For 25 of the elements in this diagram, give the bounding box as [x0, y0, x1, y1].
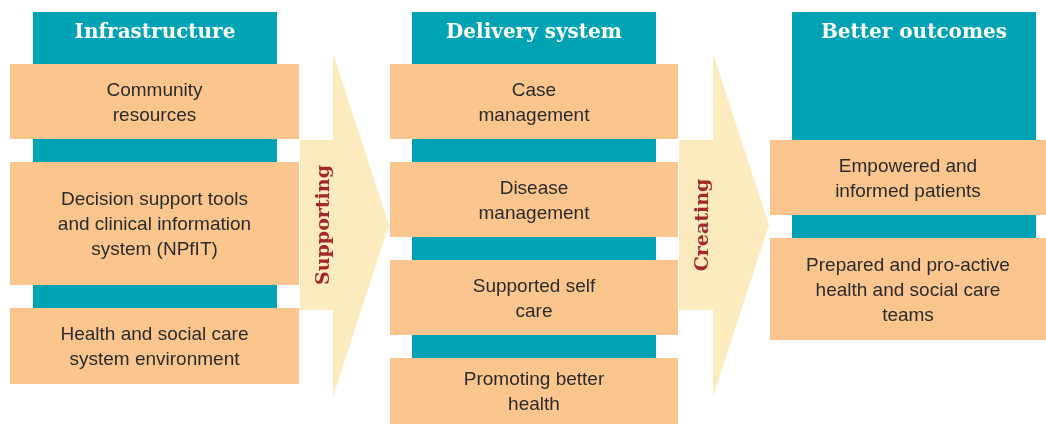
component-box — [390, 358, 678, 424]
box-text: Empowered and informed patients — [834, 153, 982, 203]
component-box — [770, 238, 1046, 340]
column-heading: Delivery system — [445, 18, 623, 45]
box-text: Health and social care system environment — [59, 322, 250, 371]
box-text: Supported self care — [471, 273, 597, 323]
edge-label: Creating — [690, 178, 712, 272]
box-text: Case management — [477, 77, 591, 127]
component-box — [390, 162, 678, 237]
component-box — [10, 308, 299, 384]
box-text: Prepared and pro-active health and social care teams — [805, 252, 1011, 327]
component-box — [390, 64, 678, 139]
column-heading: Better outcomes — [819, 18, 1009, 45]
chevron-arrow — [300, 53, 389, 397]
component-box — [390, 260, 678, 335]
box-text: Disease management — [477, 175, 591, 225]
box-text: Community resources — [105, 77, 204, 127]
box-text: Promoting better health — [462, 367, 606, 416]
column-heading: Infrastructure — [73, 18, 237, 45]
component-box — [10, 64, 299, 139]
component-box — [10, 162, 299, 285]
chevron-arrow — [679, 53, 769, 397]
component-box — [770, 140, 1046, 215]
box-text: Decision support tools and clinical information system (NPfIT) — [56, 187, 253, 261]
edge-label: Supporting — [310, 165, 333, 285]
